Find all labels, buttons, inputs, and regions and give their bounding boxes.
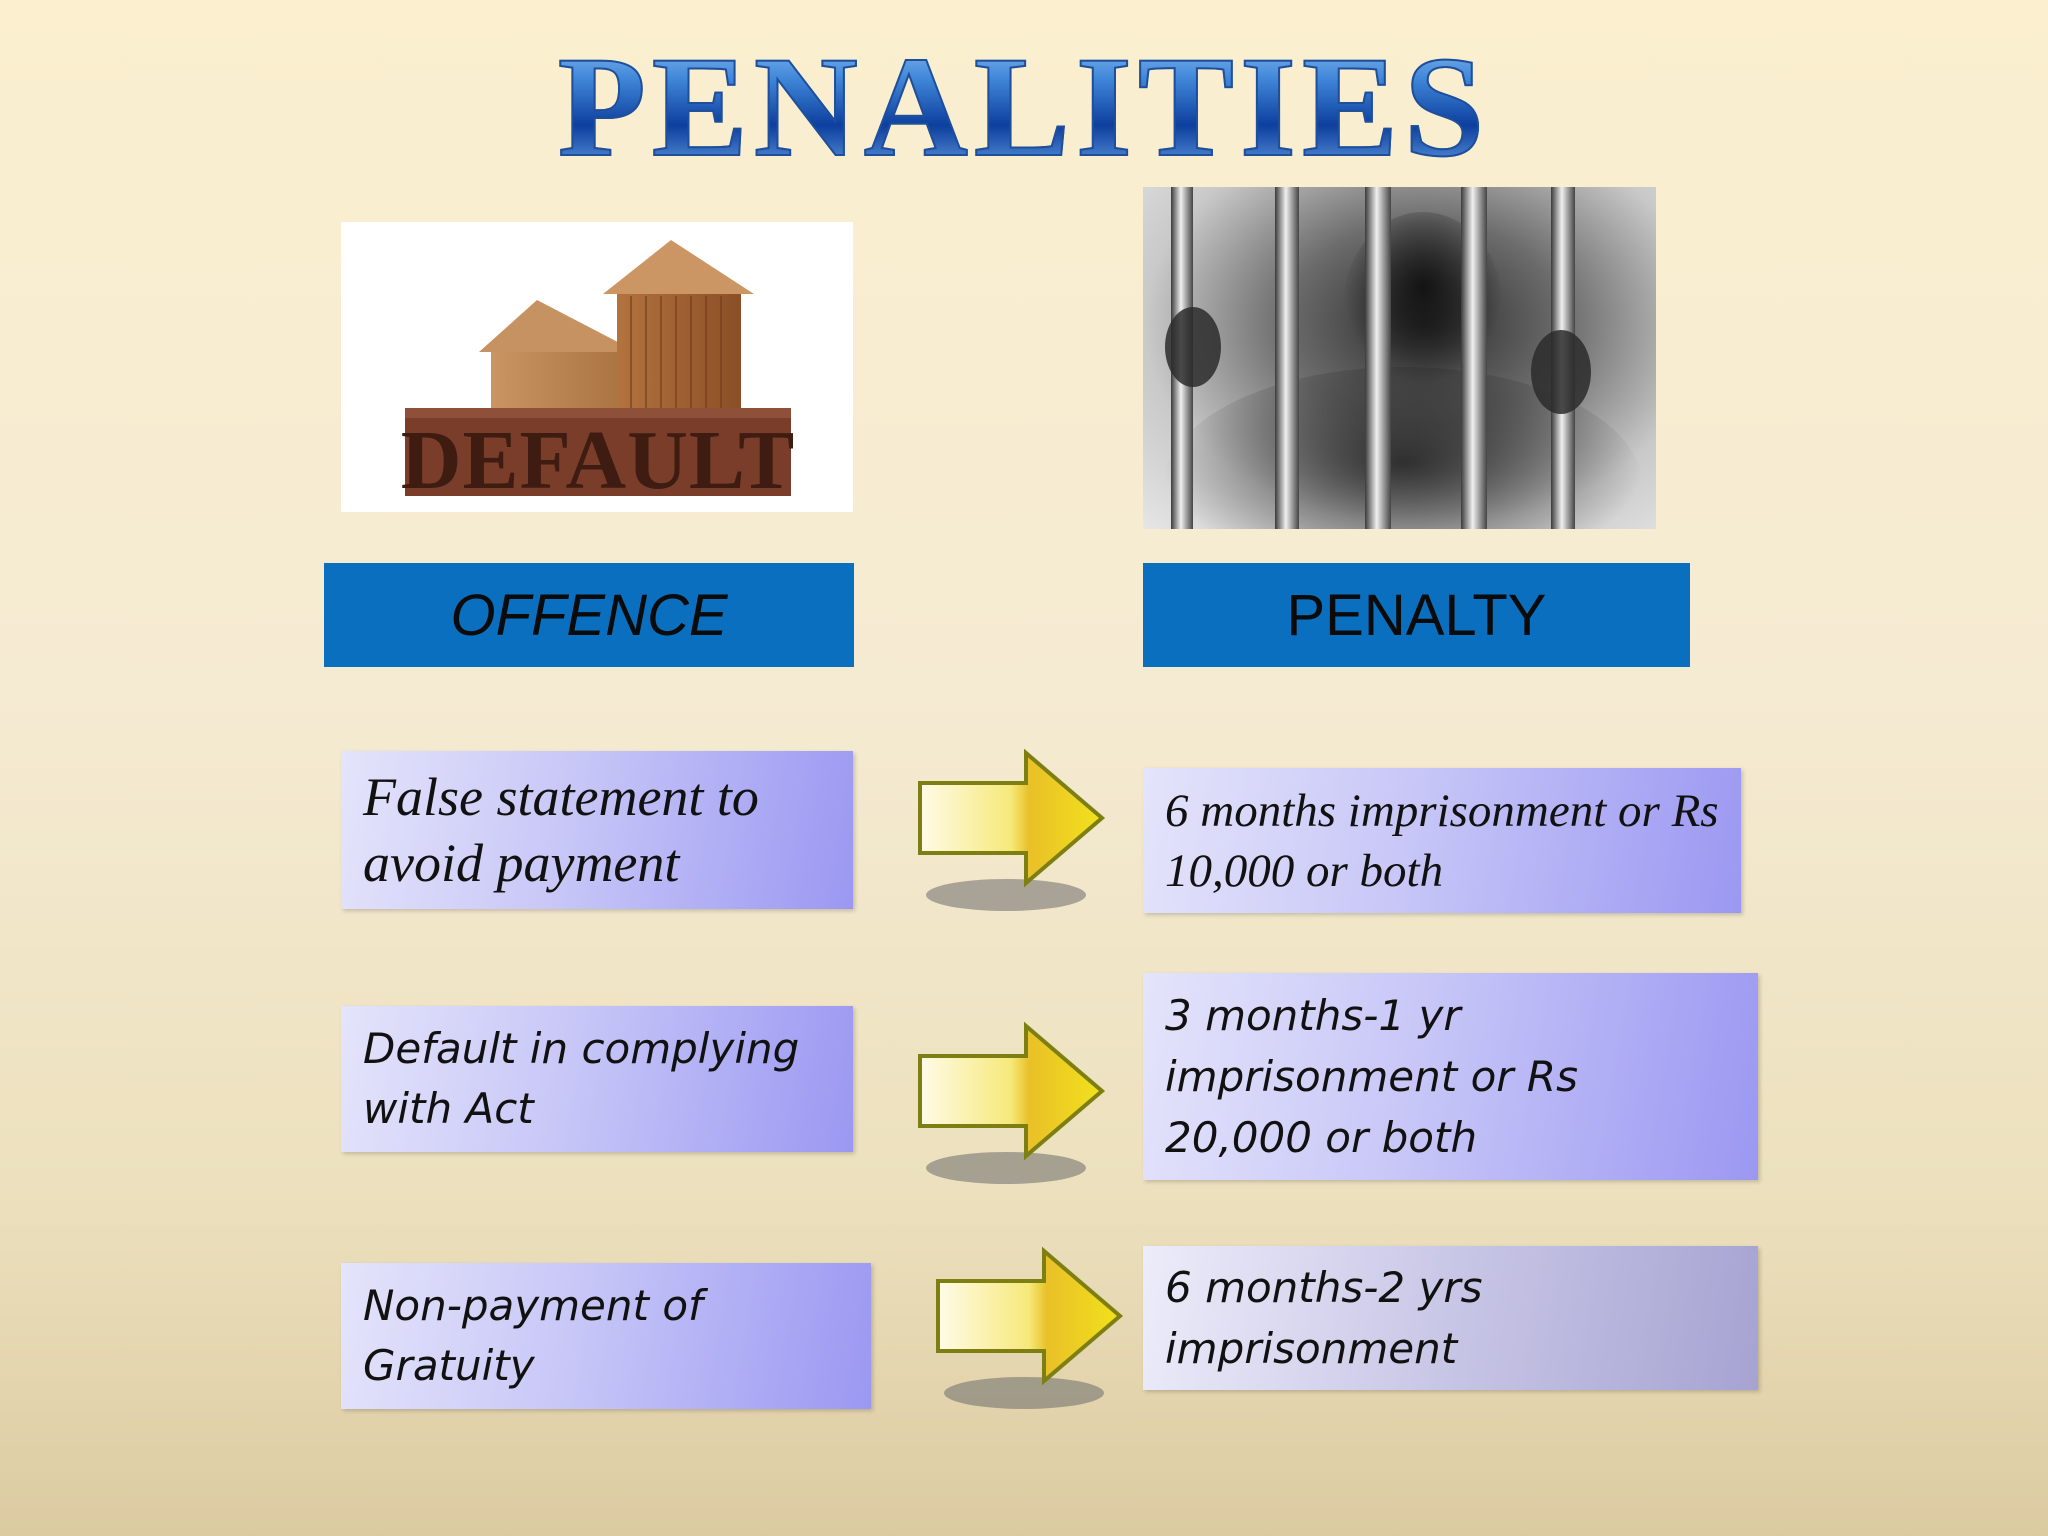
penalty-header: PENALTY <box>1143 563 1690 667</box>
default-houses-image: DEFAULT <box>341 222 853 512</box>
penalty-box-1: 6 months imprisonment or Rs 10,000 or bo… <box>1143 768 1741 913</box>
offence-text-2: Default in complying with Act <box>363 1024 800 1133</box>
penalty-box-3: 6 months-2 yrs imprisonment <box>1143 1246 1758 1390</box>
prison-bars-image <box>1143 187 1656 529</box>
penalty-header-label: PENALTY <box>1286 582 1547 648</box>
default-sign-text: DEFAULT <box>401 414 795 507</box>
arrow-right-icon <box>932 1243 1132 1423</box>
penalty-box-2: 3 months-1 yr imprisonment or Rs 20,000 … <box>1143 973 1758 1180</box>
offence-header: OFFENCE <box>324 563 854 667</box>
offence-text-1: False statement to avoid payment <box>363 767 759 893</box>
arrow-right-icon <box>914 745 1114 925</box>
offence-box-3: Non-payment of Gratuity <box>341 1263 871 1409</box>
penalty-text-2: 3 months-1 yr imprisonment or Rs 20,000 … <box>1165 991 1578 1162</box>
page-title: PENALITIES <box>0 35 2048 181</box>
offence-text-3: Non-payment of Gratuity <box>363 1281 703 1390</box>
offence-box-2: Default in complying with Act <box>341 1006 853 1152</box>
offence-header-label: OFFENCE <box>450 582 728 648</box>
penalty-text-1: 6 months imprisonment or Rs 10,000 or bo… <box>1165 784 1719 897</box>
offence-box-1: False statement to avoid payment <box>341 751 853 909</box>
arrow-right-icon <box>914 1018 1114 1198</box>
penalty-text-3: 6 months-2 yrs imprisonment <box>1165 1263 1483 1373</box>
